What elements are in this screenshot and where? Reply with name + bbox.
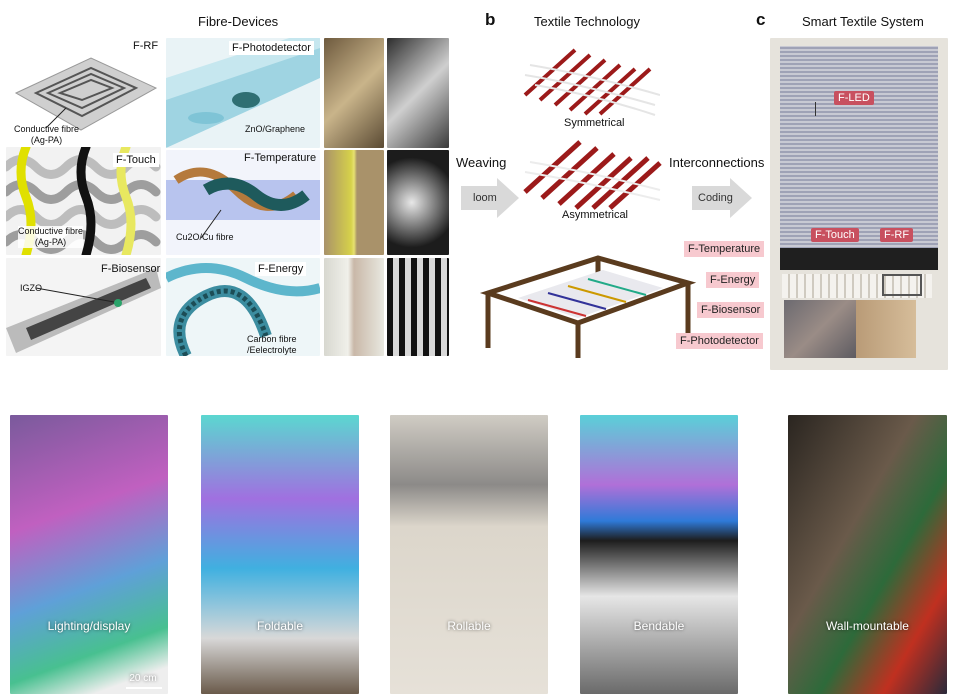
rf-callout: Conductive fibre (Ag-PA)	[14, 124, 80, 145]
lighting-display-caption: Lighting/display	[47, 619, 131, 633]
panel-b-letter: b	[485, 10, 496, 29]
energy-callout: Carbon fibre /Eelectrolyte	[247, 334, 297, 355]
biosensor-callout: IGZO	[20, 283, 42, 293]
smart-textile-photo	[770, 38, 948, 370]
panel-c-letter: c	[756, 10, 766, 29]
touch-patch	[856, 300, 916, 358]
bendable-photo: Bendable	[580, 415, 738, 694]
foldable-photo: Foldable	[201, 415, 359, 694]
bendable-caption: Bendable	[633, 619, 685, 633]
temperature-photo	[324, 150, 384, 255]
foldable-caption: Foldable	[256, 619, 304, 633]
touch-label: F-Touch	[113, 153, 159, 167]
touch-system-label: F-Touch	[811, 228, 859, 242]
energy-photo	[324, 258, 384, 356]
coding-arrow	[692, 178, 754, 223]
temperature-label: F-Temperature	[244, 152, 317, 164]
temperature-band	[780, 248, 938, 270]
wall-mountable-caption: Wall-mountable	[826, 619, 909, 633]
scale-bar-label: 20 cm	[129, 673, 157, 684]
temperature-schematic	[166, 150, 320, 255]
asymmetrical-weave	[520, 132, 665, 210]
side-label-biosensor: F-Biosensor	[697, 302, 765, 318]
biosensor-schematic	[6, 258, 161, 356]
side-label-temperature: F-Temperature	[684, 241, 765, 257]
rf-coil	[882, 274, 922, 296]
energy-label: F-Energy	[255, 262, 307, 276]
asymmetrical-label: Asymmetrical	[562, 209, 629, 221]
touch-callout: Conductive fibre (Ag-PA)	[18, 226, 84, 248]
rollable-photo: Rollable	[390, 415, 548, 694]
temperature-callout: Cu2O/Cu fibre	[176, 232, 234, 242]
photodetector-micrograph	[387, 38, 449, 148]
photodetector-schematic	[166, 38, 320, 148]
wall-mountable-photo: Wall-mountable	[788, 415, 947, 694]
interconnections-label: Interconnections	[669, 155, 765, 170]
lighting-display-photo: Lighting/display 20 cm	[10, 415, 168, 694]
energy-micrograph	[387, 258, 449, 356]
led-display-area	[780, 46, 938, 251]
scale-bar	[126, 687, 162, 689]
loom-label: loom	[473, 192, 497, 204]
photodetector-photo	[324, 38, 384, 148]
photodetector-label: F-Photodetector	[229, 41, 314, 55]
rf-system-label: F-RF	[880, 228, 914, 242]
photodetector-callout: ZnO/Graphene	[245, 124, 306, 134]
side-label-photodetector: F-Photodetector	[676, 333, 763, 349]
side-label-energy: F-Energy	[706, 272, 760, 288]
symmetrical-label: Symmetrical	[564, 117, 625, 129]
weaving-arrow	[461, 178, 521, 223]
coding-label: Coding	[698, 192, 733, 204]
weaving-label: Weaving	[456, 155, 507, 170]
photodetector-patch	[784, 300, 856, 358]
panel-c-title: Smart Textile System	[802, 14, 924, 29]
rollable-caption: Rollable	[447, 619, 491, 633]
rf-schematic	[6, 38, 161, 146]
led-label: F-LED	[834, 91, 874, 105]
panel-a-title: Fibre-Devices	[198, 14, 279, 29]
led-leader	[815, 102, 816, 116]
loom-illustration	[478, 238, 698, 363]
temperature-micrograph	[387, 150, 449, 255]
biosensor-label: F-Biosensor	[101, 263, 161, 275]
panel-b-title: Textile Technology	[534, 14, 640, 29]
rf-label: F-RF	[133, 40, 159, 52]
symmetrical-weave	[520, 40, 661, 116]
